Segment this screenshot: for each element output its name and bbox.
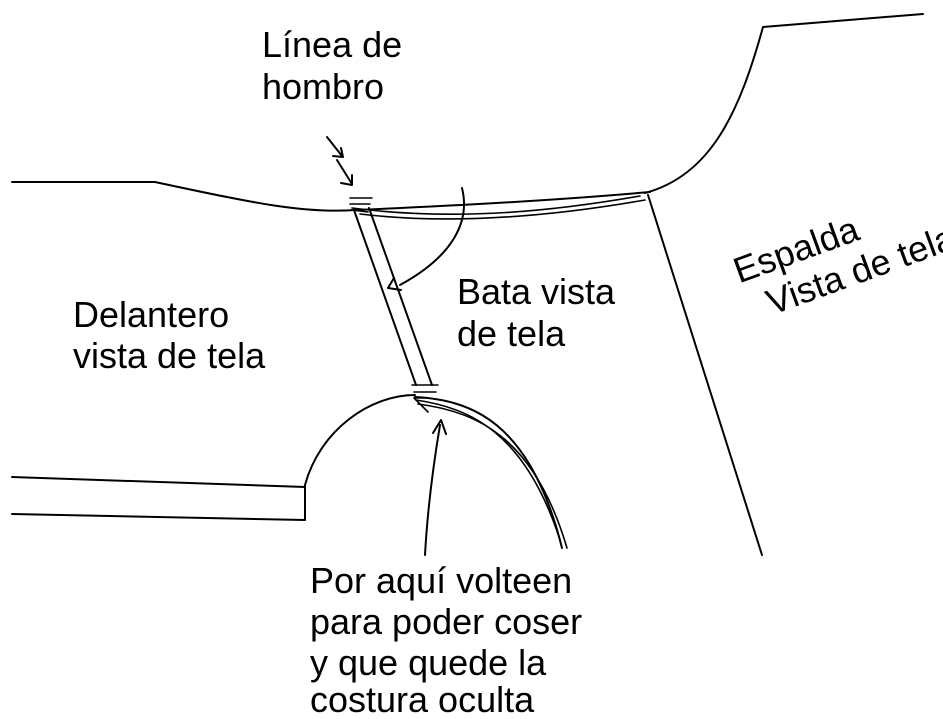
robe-pointer-arrowhead bbox=[387, 277, 402, 291]
shoulder-arrow-2 bbox=[336, 159, 353, 186]
front-label-1: Delantero bbox=[73, 294, 229, 335]
facing-curve-2 bbox=[417, 403, 568, 549]
back-neckline-curve bbox=[644, 13, 924, 194]
back-side-seam bbox=[647, 194, 763, 556]
note-pointer-arrow bbox=[424, 424, 441, 556]
shoulder-line-label: Línea de hombro bbox=[262, 24, 412, 107]
armhole-curve bbox=[304, 394, 416, 521]
sleeve-line-top bbox=[11, 476, 306, 488]
shoulder-line-label-2: hombro bbox=[262, 66, 384, 107]
note-label-1: Por aquí volteen bbox=[310, 560, 572, 601]
facing-curve-3 bbox=[415, 399, 561, 541]
front-label-2: vista de tela bbox=[73, 335, 266, 376]
robe-label-1: Bata vista bbox=[457, 271, 616, 312]
robe-pointer-arrow bbox=[399, 187, 466, 286]
shoulder-seam-double bbox=[351, 195, 641, 216]
facing-curve-1 bbox=[414, 396, 563, 549]
band-right-edge bbox=[368, 207, 433, 386]
robe-label-2: de tela bbox=[457, 313, 566, 354]
facing-fold-point bbox=[413, 397, 429, 413]
note-pointer-arrowhead bbox=[432, 419, 447, 435]
note-label-2: para poder coser bbox=[310, 601, 582, 642]
shoulder-line-label-1: Línea de bbox=[262, 24, 402, 65]
robe-label: Bata vista de tela bbox=[457, 271, 625, 354]
note-label-3: y que quede la bbox=[310, 642, 547, 683]
note-label: Por aquí volteen para poder coser y que … bbox=[310, 560, 592, 719]
back-label-group: Espalda Vista de tela bbox=[728, 178, 943, 330]
front-label: Delantero vista de tela bbox=[73, 294, 266, 376]
front-top-edge bbox=[11, 181, 651, 212]
note-label-4: costura oculta bbox=[310, 679, 535, 719]
sleeve-line-bottom bbox=[11, 513, 306, 521]
band-left-edge bbox=[353, 209, 417, 386]
shoulder-seam-triple bbox=[359, 199, 646, 220]
shoulder-arrow-1 bbox=[326, 136, 344, 158]
back-label: Espalda Vista de tela bbox=[728, 178, 943, 330]
